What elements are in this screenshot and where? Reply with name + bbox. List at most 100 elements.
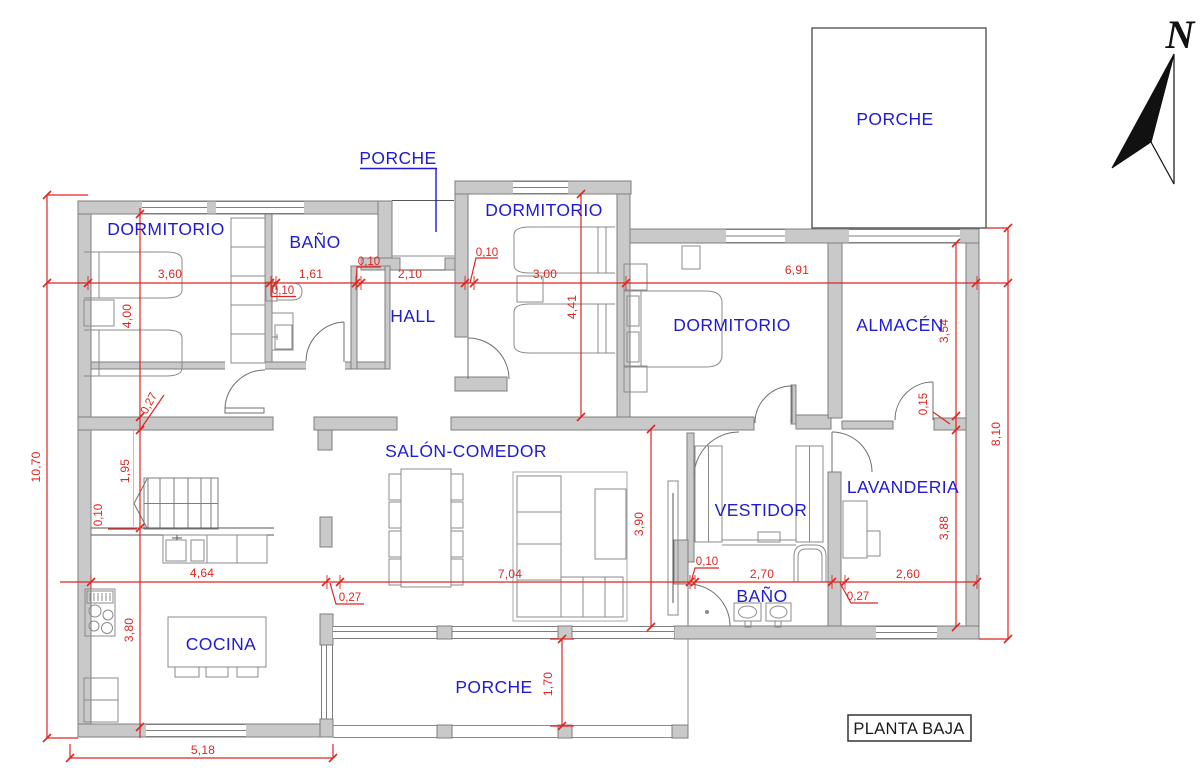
kitchen-stove [84,588,116,637]
entry-porch [392,200,454,271]
dim-text-027c: 0,27 [847,591,869,603]
window-dorm2 [513,181,568,194]
wardrobe-dorm1 [230,217,266,364]
window-lavanderia [876,626,937,639]
bed-dorm1-b [84,329,183,377]
label-porche-entrada: PORCHE [359,148,437,232]
label-almacen: ALMACÉN [856,315,943,335]
nightstand-dorm3-a [623,263,648,291]
title-text: PLANTA BAJA [853,720,964,738]
label-dormitorio-1: DORMITORIO [107,219,224,239]
label-salon-comedor: SALÓN-COMEDOR [385,440,547,461]
dining-table [388,468,464,588]
dim-text-161: 1,61 [299,267,323,281]
door-vestidor [693,431,740,478]
dim-extension-bars [87,276,978,589]
dim-text-010b: 0,10 [358,256,380,268]
wall-center-a [77,416,274,431]
north-arrow-outline [1150,53,1175,185]
label-bano-1: BAÑO [289,231,340,252]
wall-dorm3-south [795,414,832,430]
wall-closet-east [384,265,391,370]
door-dorm2 [467,337,510,380]
label-cocina: COCINA [186,634,256,654]
dim-text-270: 2,70 [750,567,774,581]
kitchen-cabinet-boxes [83,677,119,723]
door-dorm1 [224,369,266,414]
dim-text-027a: 0,27 [139,391,160,416]
label-dormitorio-3: DORMITORIO [673,315,790,335]
wall-porch-entry-flank [377,200,393,259]
porch-label-leader [360,167,437,232]
stairs [133,477,219,530]
north-arrow-solid [1111,53,1175,169]
window-dorm1-a [142,201,207,214]
wall-kitchen-pier [319,516,333,548]
dim-text-010c: 0,10 [476,247,498,259]
window-dorm1-b [216,201,304,214]
dim-text-441: 4,41 [565,295,579,319]
dim-text-1070: 10,70 [29,451,43,482]
sink-bano1 [271,312,294,351]
nightstand-dorm1 [83,299,115,327]
bathtub-bano2 [793,544,827,582]
room-labels: PORCHE DORMITORIO BAÑO DORMITORIO HALL D… [107,109,958,697]
dim-text-400: 4,00 [120,304,134,328]
dim-text-354: 3,54 [937,319,951,343]
dim-line-left [46,194,88,739]
dresser-dorm3 [681,245,701,270]
windows [142,181,960,737]
wall-dorm3-almacen [827,242,843,419]
wall-porch-pier-top [319,613,334,646]
coffee-table [594,488,627,560]
window-almacen [849,229,960,243]
label-porche-norte: PORCHE [856,109,933,129]
door-dorm3 [754,385,793,424]
leader-015 [932,411,951,425]
nightstand-dorm3-b [623,365,648,393]
sofa [512,471,628,622]
dimensions [42,189,1013,763]
leader-027-lav [839,582,878,604]
dim-text-015: 0,15 [918,393,930,415]
door-gaps [225,361,345,370]
dim-text-360: 3,60 [158,267,182,281]
door-bano2 [687,583,731,627]
kitchen-counter [91,527,274,564]
wall-bano2-west-a [673,539,689,585]
leader-010-vestidor [690,567,719,583]
north-letter: N [1165,12,1197,57]
door-lavanderia [831,431,873,473]
bed-dorm2-a [513,226,615,274]
dim-text-390: 3,90 [632,512,646,536]
dim-text-704: 7,04 [498,567,522,581]
label-hall: HALL [390,306,435,326]
bed-dorm1-a [84,251,183,299]
svg-text:PORCHE: PORCHE [359,148,436,168]
wall-almacen-south [841,420,894,430]
wall-vestidor-west [686,432,695,563]
north-arrow: N [1111,12,1197,185]
dim-text-010e: 0,10 [696,556,718,568]
wall-center-b [313,416,398,431]
label-vestidor: VESTIDOR [715,500,808,520]
kitchen-island [167,616,267,678]
leader-010-hall-e [469,257,498,284]
furniture [83,217,881,723]
nightstand-dorm2 [516,275,544,303]
dim-text-691: 6,91 [785,263,809,277]
wall-vestidor-lavanderia [827,471,842,627]
bed-dorm2-b [513,303,615,354]
wall-dorm2-sw [454,376,508,392]
label-porche-sur: PORCHE [455,677,532,697]
dim-text-260: 2,60 [896,567,920,581]
dim-ticks [42,189,1013,763]
leader-027-nw [139,394,165,431]
dim-text-464: 4,64 [190,566,214,580]
title-box [847,714,972,742]
dim-text-388: 3,88 [937,516,951,540]
dim-text-027b: 0,27 [339,592,361,604]
label-bano-2: BAÑO [736,585,787,606]
